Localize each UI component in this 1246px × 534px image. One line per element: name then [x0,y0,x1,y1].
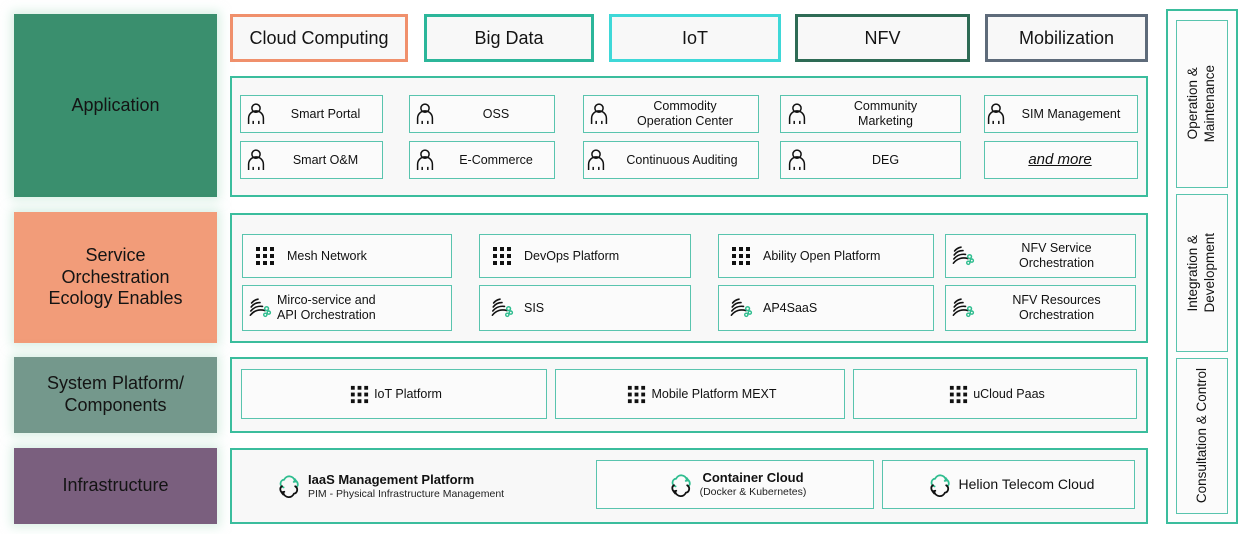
app-item-oss[interactable]: OSS [409,95,555,133]
infra-item-title: IaaS Management Platform [308,471,475,487]
layer-label-infrastructure: Infrastructure [14,448,217,524]
rail-item-label: Operation & Maintenance [1185,65,1217,143]
app-item-label: Smart Portal [290,106,361,121]
app-item-label: Community Marketing [853,99,918,128]
domain-tag-label: Big Data [474,27,544,48]
orchestration-icon [719,296,763,320]
infra-item-subtitle: (Docker & Kubernetes) [699,486,807,498]
cloud-refresh-icon [921,472,959,498]
layer-label-text: Application [71,94,160,115]
cloud-refresh-icon [270,473,308,499]
grid-icon [943,384,973,405]
svc-item-ap4saas[interactable]: AP4SaaS [718,285,934,331]
domain-tag-label: NFV [864,27,901,48]
app-item-deg[interactable]: DEG [780,141,961,179]
app-item-continuous-auditing[interactable]: Continuous Auditing [583,141,759,179]
person-icon [241,103,271,125]
app-item-commodity-operation-center[interactable]: Commodity Operation Center [583,95,759,133]
infra-item-label: IaaS Management Platform PIM - Physical … [308,472,506,500]
domain-tag-iot[interactable]: IoT [609,14,781,62]
svc-item-nfv-resources-orchestration[interactable]: NFV Resources Orchestration [945,285,1136,331]
app-item-label: SIM Management [1021,106,1121,121]
orchestration-icon [243,296,277,320]
infra-item-subtitle: PIM - Physical Infrastructure Management [308,487,505,500]
infra-item-label: Helion Telecom Cloud [958,476,1095,493]
svc-item-ability-open-platform[interactable]: Ability Open Platform [718,234,934,278]
app-item-community-marketing[interactable]: Community Marketing [780,95,961,133]
person-icon [781,149,813,171]
svc-item-label: AP4SaaS [763,300,818,315]
app-item-label: Continuous Auditing [626,152,738,167]
infra-item-iaas-management-platform[interactable]: IaaS Management Platform PIM - Physical … [270,462,590,510]
rail-item-label: Consultation & Control [1193,368,1209,504]
sys-item-label: uCloud Paas [973,386,1045,401]
rail-item-operation-maintenance[interactable]: Operation & Maintenance [1176,20,1228,188]
orchestration-icon [946,244,980,268]
person-icon [781,103,813,125]
app-item-label: DEG [871,152,900,167]
person-icon [410,149,440,171]
sys-item-ucloud-paas[interactable]: uCloud Paas [853,369,1137,419]
app-item-label: Smart O&M [292,152,359,167]
orchestration-icon [480,296,524,320]
sys-item-label: Mobile Platform MEXT [651,386,777,401]
layer-label-service-orchestration: Service Orchestration Ecology Enables [14,212,217,343]
svc-item-devops-platform[interactable]: DevOps Platform [479,234,691,278]
app-item-label: Commodity Operation Center [637,99,733,128]
person-icon [584,103,614,125]
rail-item-label: Integration & Development [1185,233,1217,313]
sys-item-iot-platform[interactable]: IoT Platform [241,369,547,419]
app-item-e-commerce[interactable]: E-Commerce [409,141,555,179]
grid-icon [344,384,374,405]
infra-item-label: Container Cloud (Docker & Kubernetes) [700,470,809,498]
grid-icon [480,245,524,267]
svc-item-mesh-network[interactable]: Mesh Network [242,234,452,278]
orchestration-icon [946,296,980,320]
svc-item-label: NFV Resources Orchestration [1012,293,1101,322]
svc-item-micro-service-api-orchestration[interactable]: Mirco-service and API Orchestration [242,285,452,331]
person-icon [241,149,271,171]
domain-tag-big-data[interactable]: Big Data [424,14,594,62]
svc-item-nfv-service-orchestration[interactable]: NFV Service Orchestration [945,234,1136,278]
person-icon [985,103,1007,125]
layer-label-text: Infrastructure [62,475,169,496]
svc-item-label: SIS [524,300,545,315]
grid-icon [621,384,651,405]
infra-item-title: Container Cloud [702,470,804,486]
svc-item-label: NFV Service Orchestration [1018,241,1095,270]
rail-item-integration-development[interactable]: Integration & Development [1176,194,1228,352]
domain-tag-cloud-computing[interactable]: Cloud Computing [230,14,408,62]
domain-tag-label: Cloud Computing [249,27,389,48]
app-item-label: OSS [482,106,510,121]
svc-item-label: Mesh Network [287,248,367,263]
infra-item-helion-telecom-cloud[interactable]: Helion Telecom Cloud [882,460,1135,509]
app-item-label: and more [1028,151,1092,168]
infra-item-container-cloud[interactable]: Container Cloud (Docker & Kubernetes) [596,460,874,509]
svc-item-label: Mirco-service and API Orchestration [277,293,376,322]
person-icon [584,149,608,171]
app-item-and-more[interactable]: and more [984,141,1138,179]
domain-tag-mobilization[interactable]: Mobilization [985,14,1148,62]
domain-tag-label: IoT [681,27,708,48]
app-item-smart-portal[interactable]: Smart Portal [240,95,383,133]
svc-item-sis[interactable]: SIS [479,285,691,331]
sys-item-mobile-platform-mext[interactable]: Mobile Platform MEXT [555,369,845,419]
grid-icon [243,245,287,267]
layer-label-system-platform: System Platform/ Components [14,357,217,433]
layer-label-text: System Platform/ Components [46,373,185,415]
cloud-refresh-icon [662,472,700,498]
domain-tag-nfv[interactable]: NFV [795,14,970,62]
svc-item-label: Ability Open Platform [763,248,881,263]
layer-label-application: Application [14,14,217,197]
app-item-sim-management[interactable]: SIM Management [984,95,1138,133]
svc-item-label: DevOps Platform [524,248,620,263]
layer-label-text: Service Orchestration Ecology Enables [48,244,183,309]
sys-item-label: IoT Platform [374,386,442,401]
grid-icon [719,245,763,267]
app-item-label: E-Commerce [459,152,533,167]
rail-item-consultation-control[interactable]: Consultation & Control [1176,358,1228,514]
app-item-smart-om[interactable]: Smart O&M [240,141,383,179]
domain-tag-label: Mobilization [1018,27,1115,48]
person-icon [410,103,440,125]
